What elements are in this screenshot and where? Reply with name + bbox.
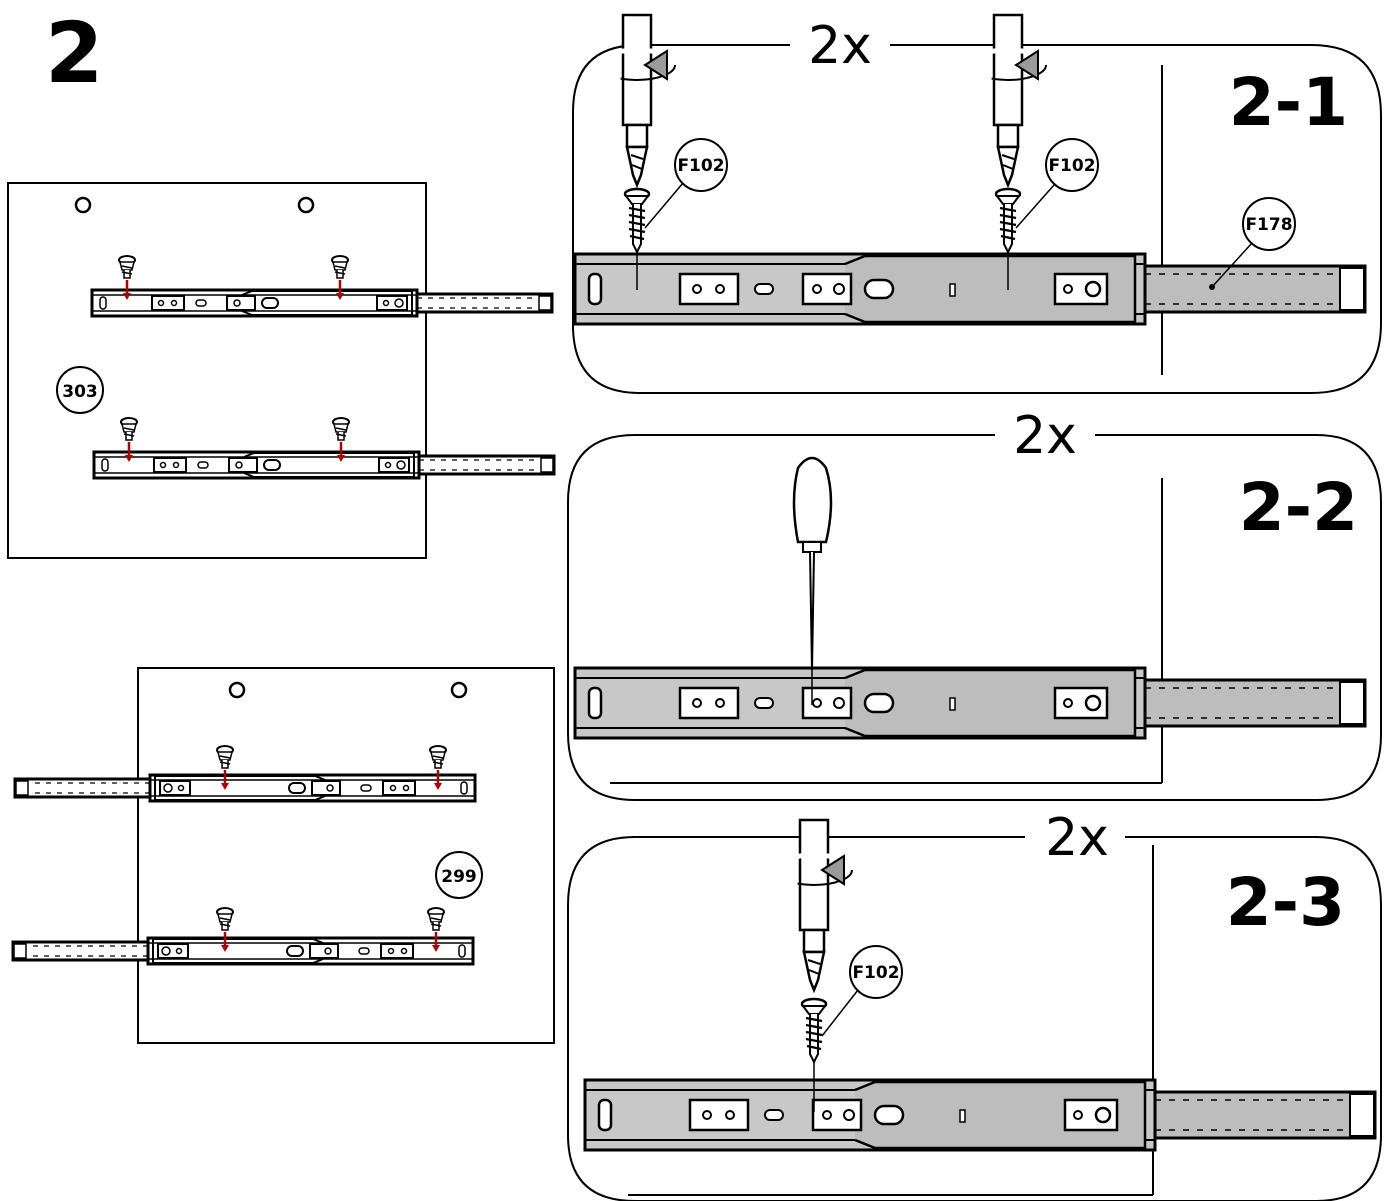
callout-f102-right — [1045, 138, 1099, 192]
awl-icon — [792, 456, 833, 705]
drawer-slide — [583, 1078, 1377, 1152]
screwdriver-bit-icon — [599, 15, 675, 185]
svg-text:F178: F178 — [1245, 215, 1292, 235]
multiplier-2-1: 2x — [808, 16, 872, 76]
drawer-slide — [573, 252, 1367, 326]
svg-text:F102: F102 — [852, 963, 899, 983]
slide-bottom-1 — [13, 773, 477, 803]
screwdriver-bit-icon — [776, 820, 852, 990]
slide-top-1 — [90, 288, 554, 318]
part-number-299: 299 — [441, 867, 477, 887]
panel-2-3: 2x 2-3 F102 — [567, 808, 1382, 1201]
callout-f102 — [849, 945, 903, 999]
callout-f102-left — [674, 138, 728, 192]
panel-label-2-3: 2-3 — [1226, 864, 1345, 941]
part-badge-303 — [56, 366, 104, 414]
svg-text:F102: F102 — [1048, 156, 1095, 176]
svg-text:F102: F102 — [677, 156, 724, 176]
screw-icon — [994, 187, 1022, 254]
screw-icon — [623, 187, 651, 254]
part-badge-299 — [435, 851, 483, 899]
step-number: 2 — [45, 4, 103, 102]
slide-bottom-2 — [11, 936, 475, 966]
drawer-slide — [573, 666, 1367, 740]
callout-f178 — [1242, 197, 1296, 251]
panel-label-2-1: 2-1 — [1229, 64, 1348, 141]
multiplier-2-2: 2x — [1013, 406, 1077, 466]
panel-2-1: 2x 2-1 F102 F102 F178 — [572, 15, 1382, 394]
slide-top-2 — [92, 450, 556, 480]
panel-2-2: 2x 2-2 — [567, 406, 1382, 801]
board-top: 303 — [7, 182, 556, 559]
screw-icon — [800, 997, 828, 1064]
multiplier-2-3: 2x — [1045, 808, 1109, 868]
screwdriver-bit-icon — [970, 15, 1046, 185]
panel-label-2-2: 2-2 — [1239, 469, 1358, 546]
board-bottom: 299 — [11, 667, 555, 1044]
part-number-303: 303 — [62, 382, 98, 402]
